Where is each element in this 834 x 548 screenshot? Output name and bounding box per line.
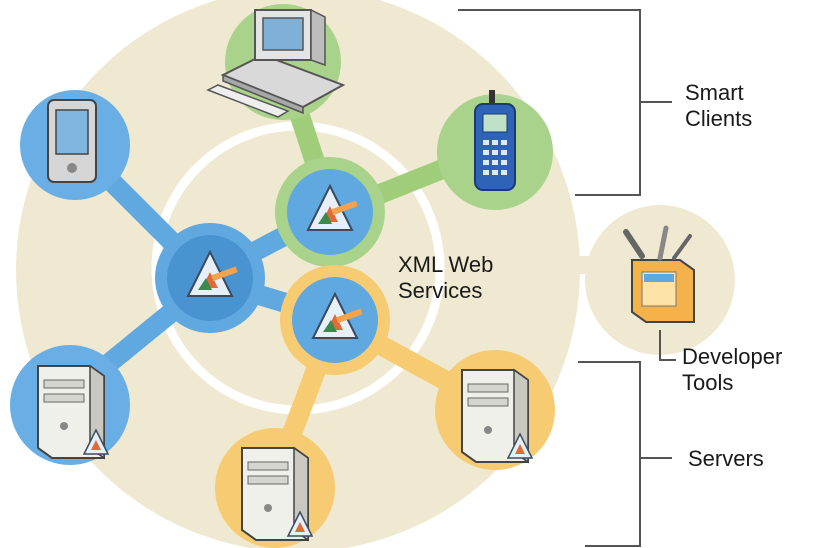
toolbox-icon	[623, 225, 695, 323]
mobile-phone-icon	[474, 90, 516, 191]
developer-tools-label: Developer Tools	[682, 344, 782, 396]
smart-clients-line1: Smart	[685, 80, 744, 105]
servers-bracket	[578, 361, 672, 547]
xml-service-icon	[311, 291, 363, 339]
smart-clients-bracket	[458, 9, 672, 196]
xml-web-services-label: XML Web Services	[398, 252, 493, 304]
pda-icon	[47, 99, 97, 183]
xml-service-icon	[186, 249, 238, 297]
xml-web-services-line2: Services	[398, 278, 483, 303]
hub-green	[275, 157, 385, 267]
xml-service-icon	[306, 183, 358, 231]
server-icon	[461, 368, 534, 464]
smart-clients-line2: Clients	[685, 106, 753, 131]
developer-tools-line2: Tools	[682, 370, 734, 395]
servers-line1: Servers	[688, 446, 764, 471]
developer-tools-bracket	[659, 330, 676, 361]
hub-orange	[280, 265, 390, 375]
desktop-computer-icon	[206, 8, 346, 118]
smart-clients-label: Smart Clients	[685, 80, 752, 132]
developer-tools-line1: Developer	[682, 344, 783, 369]
server-icon	[241, 446, 314, 542]
server-icon	[37, 364, 110, 460]
hub-blue	[155, 223, 265, 333]
xml-web-services-line1: XML Web	[398, 252, 494, 277]
servers-label: Servers	[688, 446, 764, 472]
